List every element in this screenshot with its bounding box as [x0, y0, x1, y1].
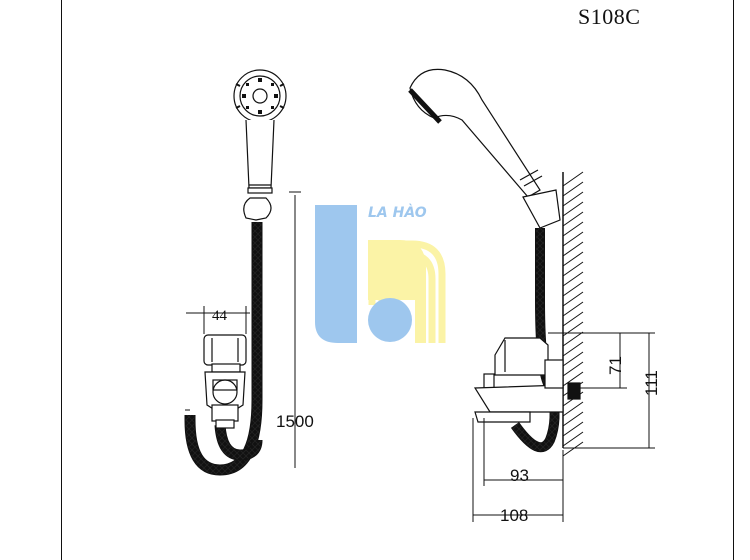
watermark-text: LA HÀO	[368, 204, 427, 221]
wall-hatch-line	[562, 341, 584, 357]
wall-hatch-line	[562, 251, 584, 267]
wall-hatch-line	[562, 231, 584, 247]
wall-hatch-line	[562, 401, 584, 417]
wall-hatch-line	[562, 191, 584, 207]
wall-hatch-line	[562, 301, 584, 317]
wall-hatch-line	[562, 171, 584, 187]
wall-hatch-line	[562, 331, 584, 347]
wall-hatch-line	[562, 441, 584, 457]
wall-hatch-line	[562, 201, 584, 217]
dim-inlet-height: 71	[606, 356, 625, 375]
dim-outlet-depth: 93	[510, 466, 529, 485]
wall-hatch-line	[562, 241, 584, 257]
wall-hatch-line	[562, 361, 584, 377]
wall-hatch-line	[562, 421, 584, 437]
dim-handle-width: 44	[212, 308, 228, 324]
wall-hatch-line	[562, 271, 584, 287]
dim-total-depth: 108	[500, 506, 528, 525]
wall-hatch-line	[562, 261, 584, 277]
side-view	[408, 68, 655, 522]
wall-hatch-line	[562, 321, 584, 337]
wall-hatch-line	[562, 411, 584, 427]
wall-hatch-line	[562, 291, 584, 307]
wall-hatch-line	[562, 211, 584, 227]
watermark-logo: LA HÀO	[315, 204, 446, 343]
wall-hatch-line	[562, 311, 584, 327]
dim-hose-length: 1500	[276, 412, 314, 431]
dim-total-height: 111	[642, 370, 661, 396]
wall-hatch-line	[562, 181, 584, 197]
wall-hatch-line	[562, 221, 584, 237]
wall-hatch-line	[562, 371, 584, 387]
wall-hatch-line	[562, 431, 584, 447]
wall-hatch-line	[562, 281, 584, 297]
model-code: S108C	[578, 4, 641, 29]
wall-hatch-line	[562, 351, 584, 367]
front-view	[184, 69, 301, 476]
